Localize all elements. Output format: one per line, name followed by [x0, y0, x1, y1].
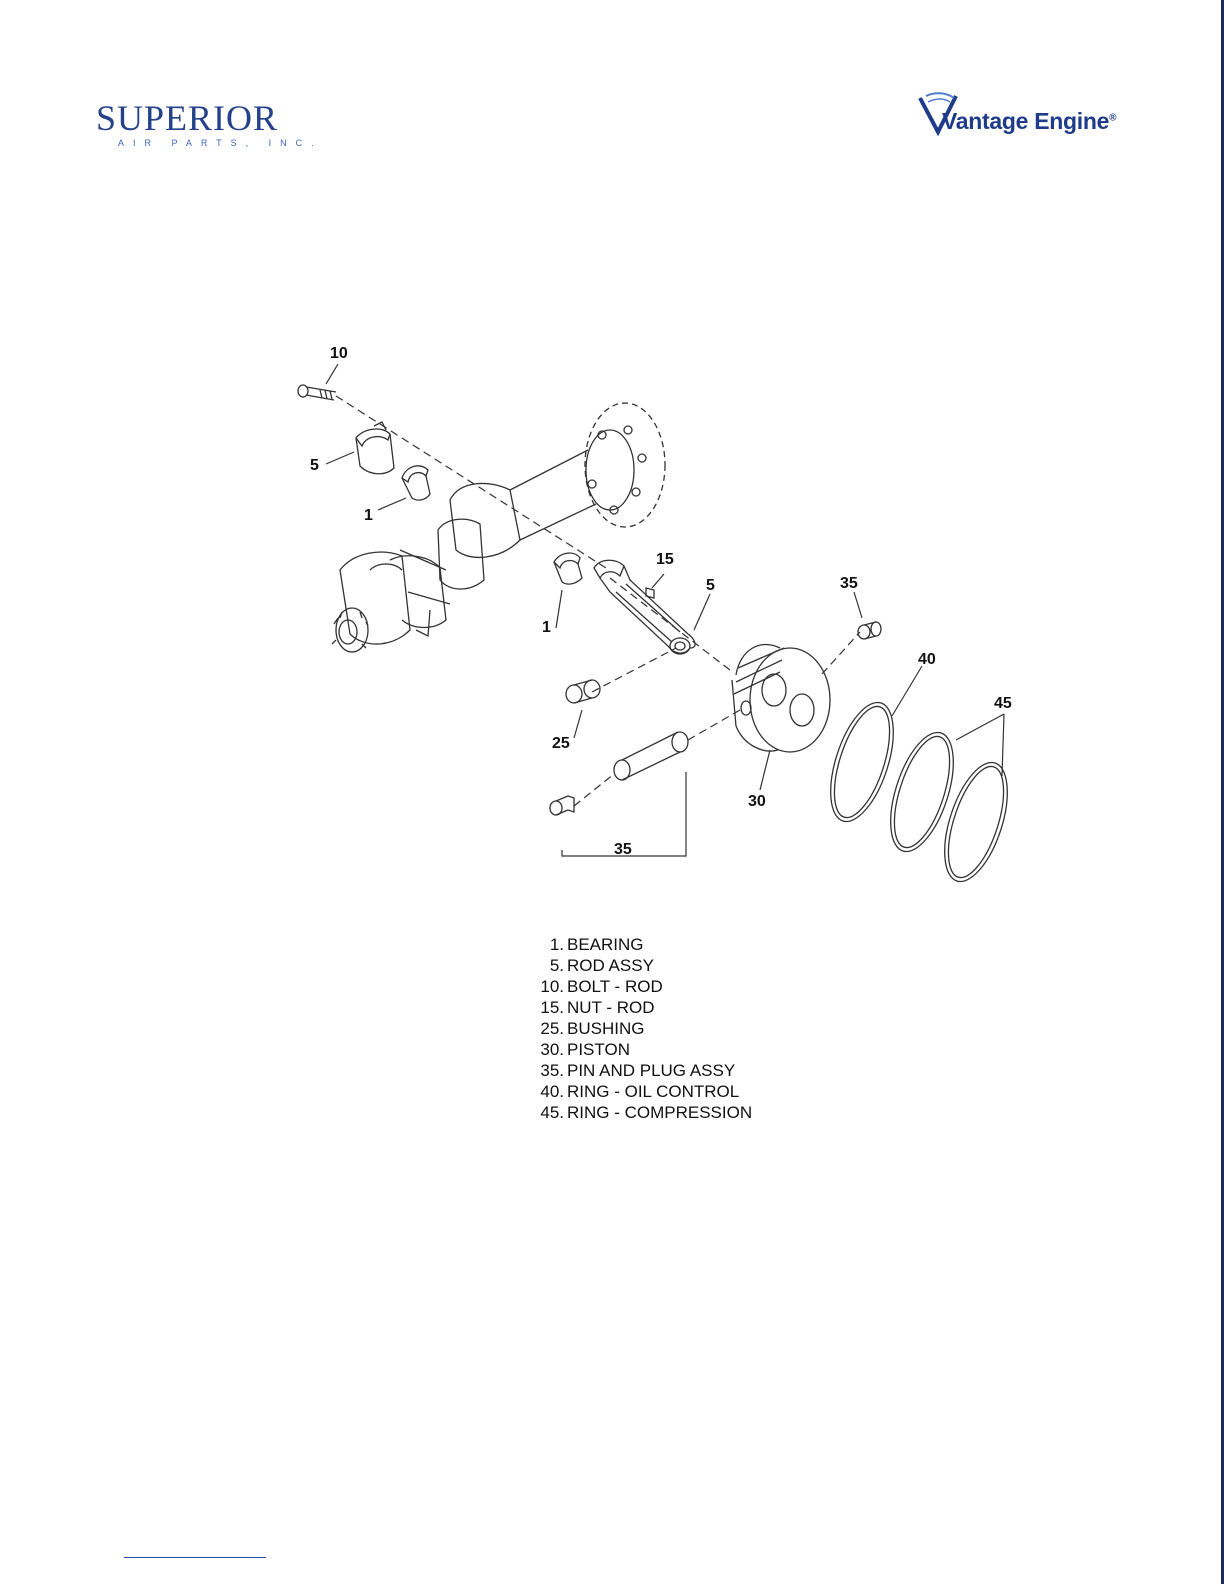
- vantage-engine-wordmark: Vantage Engine®: [942, 108, 1116, 135]
- legend-part-name: BEARING: [567, 934, 644, 955]
- legend-item: 30.PISTON: [532, 1039, 832, 1060]
- callout-35-right: 35: [840, 575, 858, 592]
- connecting-rod-drawing: [594, 560, 695, 654]
- legend-part-name: BOLT - ROD: [567, 976, 663, 997]
- piston-plug-drawing: [550, 796, 574, 815]
- callout-30: 30: [748, 793, 766, 810]
- callout-1-upper: 1: [364, 507, 373, 524]
- parts-legend: 1.BEARING 5.ROD ASSY 10.BOLT - ROD 15.NU…: [532, 934, 832, 1123]
- legend-item: 5.ROD ASSY: [532, 955, 832, 976]
- rod-nut-drawing: [646, 588, 654, 598]
- legend-number: 45.: [532, 1102, 564, 1123]
- piston-drawing: [732, 644, 830, 752]
- crankshaft-flange-drawing: [585, 403, 665, 527]
- callout-10: 10: [330, 345, 348, 362]
- legend-item: 10.BOLT - ROD: [532, 976, 832, 997]
- superior-logo-subtitle: AIR PARTS, INC.: [118, 138, 323, 148]
- assembly-lines: [336, 396, 860, 806]
- legend-item: 15.NUT - ROD: [532, 997, 832, 1018]
- vantage-wordmark-text: Vantage Engine: [942, 108, 1109, 134]
- superior-logo: SUPERIOR AIR PARTS, INC.: [96, 98, 326, 158]
- callout-25: 25: [552, 735, 570, 752]
- bearing-lower-drawing: [554, 553, 582, 584]
- callout-40: 40: [918, 651, 936, 668]
- legend-number: 15.: [532, 997, 564, 1018]
- legend-part-name: ROD ASSY: [567, 955, 654, 976]
- legend-part-name: RING - OIL CONTROL: [567, 1081, 739, 1102]
- legend-item: 40.RING - OIL CONTROL: [532, 1081, 832, 1102]
- bearing-upper-drawing: [402, 466, 430, 500]
- legend-number: 10.: [532, 976, 564, 997]
- footer-rule: [124, 1557, 266, 1558]
- legend-item: 25.BUSHING: [532, 1018, 832, 1039]
- piston-pin-drawing: [614, 732, 688, 780]
- bushing-drawing: [566, 680, 600, 703]
- callout-1-lower: 1: [542, 619, 551, 636]
- callout-15: 15: [656, 551, 674, 568]
- piston-plug-right-drawing: [858, 622, 881, 639]
- legend-part-name: NUT - ROD: [567, 997, 655, 1018]
- callout-5-cap: 5: [310, 457, 319, 474]
- exploded-parts-diagram: 10 5 1 15 5 1 35 40 45 25 30 35: [270, 330, 1030, 890]
- rod-bolt-drawing: [298, 385, 336, 400]
- legend-part-name: BUSHING: [567, 1018, 644, 1039]
- legend-item: 45.RING - COMPRESSION: [532, 1102, 832, 1123]
- callout-35-bottom: 35: [614, 841, 632, 858]
- superior-logo-wordmark: SUPERIOR: [96, 98, 278, 138]
- vantage-engine-logo: Vantage Engine®: [918, 92, 1148, 144]
- legend-number: 40.: [532, 1081, 564, 1102]
- legend-item: 1.BEARING: [532, 934, 832, 955]
- legend-number: 35.: [532, 1060, 564, 1081]
- legend-part-name: PISTON: [567, 1039, 630, 1060]
- legend-part-name: RING - COMPRESSION: [567, 1102, 752, 1123]
- legend-number: 30.: [532, 1039, 564, 1060]
- rod-cap-drawing: [356, 422, 394, 474]
- legend-number: 5.: [532, 955, 564, 976]
- legend-item: 35.PIN AND PLUG ASSY: [532, 1060, 832, 1081]
- callout-45: 45: [994, 695, 1012, 712]
- legend-part-name: PIN AND PLUG ASSY: [567, 1060, 735, 1081]
- registered-mark: ®: [1109, 112, 1116, 123]
- legend-number: 25.: [532, 1018, 564, 1039]
- callout-5-rod: 5: [706, 577, 715, 594]
- legend-number: 1.: [532, 934, 564, 955]
